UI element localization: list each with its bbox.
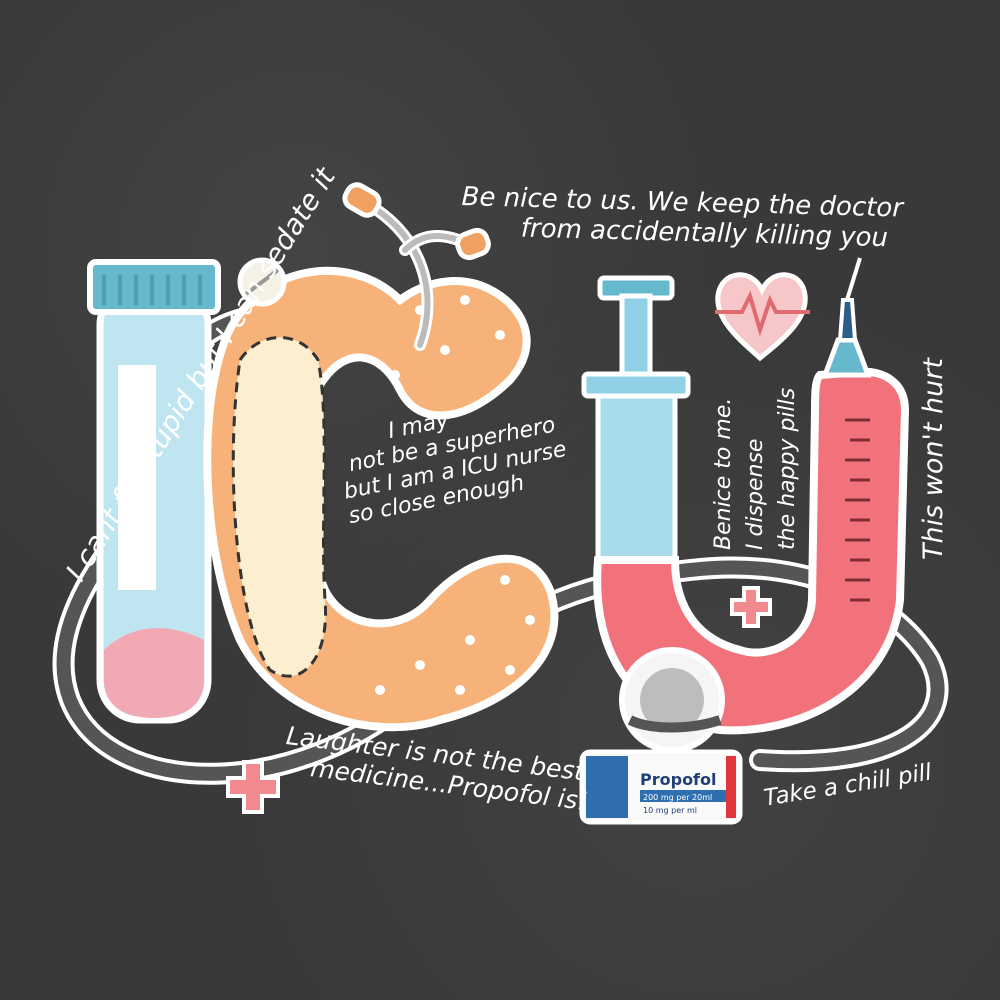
test-tube-icon [87,259,221,724]
stethoscope-earpiece-icon [342,182,491,351]
pill-icon [237,257,287,307]
vial-strength-label: 10 mg per ml [643,806,697,815]
vial-brand-label: Propofol [640,770,717,789]
bandage-icon [203,266,559,732]
quote-syringe: Benice to me. I dispense the happy pills [711,387,800,550]
quote-right-vertical: This won't hurt [918,358,949,560]
syringe-icon [581,257,910,735]
medical-cross-icon [226,760,280,814]
propofol-vial-icon: Propofol 200 mg per 20ml 10 mg per ml [579,749,743,825]
stethoscope-chestpiece-icon [619,647,725,753]
vial-dose-label: 200 mg per 20ml [643,793,712,802]
medical-cross-icon [730,586,772,628]
heart-pulse-icon [715,272,810,362]
quote-top-right: Be nice to us. We keep the doctor from a… [461,182,904,254]
